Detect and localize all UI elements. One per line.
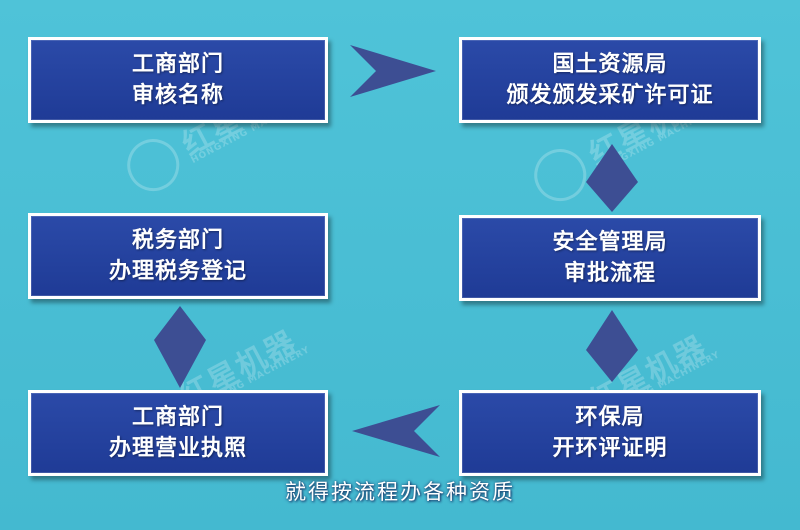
step-detail: 办理营业执照 [108,436,247,461]
step-box-safety-approval: 安全管理局 审批流程 [459,215,761,301]
step-title: 工商部门 [131,405,224,430]
step-detail: 颁发颁发采矿许可证 [506,83,714,108]
step-title: 工商部门 [131,52,224,77]
step-detail: 开环评证明 [552,436,668,461]
step-detail: 办理税务登记 [108,259,247,284]
step-detail: 审核名称 [131,83,224,108]
step-detail: 审批流程 [563,261,656,286]
step-title: 税务部门 [131,228,224,253]
step-box-name-approval: 工商部门 审核名称 [28,37,328,123]
arrow-left-icon [352,405,440,457]
step-title: 安全管理局 [552,230,668,255]
step-box-business-license: 工商部门 办理营业执照 [28,390,328,476]
step-box-environmental-certificate: 环保局 开环评证明 [459,390,761,476]
arrow-right-icon [350,45,436,97]
arrow-down-icon [586,310,638,382]
arrow-up-icon [154,306,206,388]
step-title: 国土资源局 [552,52,668,77]
step-title: 环保局 [575,405,645,430]
step-box-mining-license: 国土资源局 颁发颁发采矿许可证 [459,37,761,123]
subtitle-caption: 就得按流程办各种资质 [285,480,515,504]
step-box-tax-registration: 税务部门 办理税务登记 [28,213,328,299]
arrow-down-icon [586,144,638,212]
